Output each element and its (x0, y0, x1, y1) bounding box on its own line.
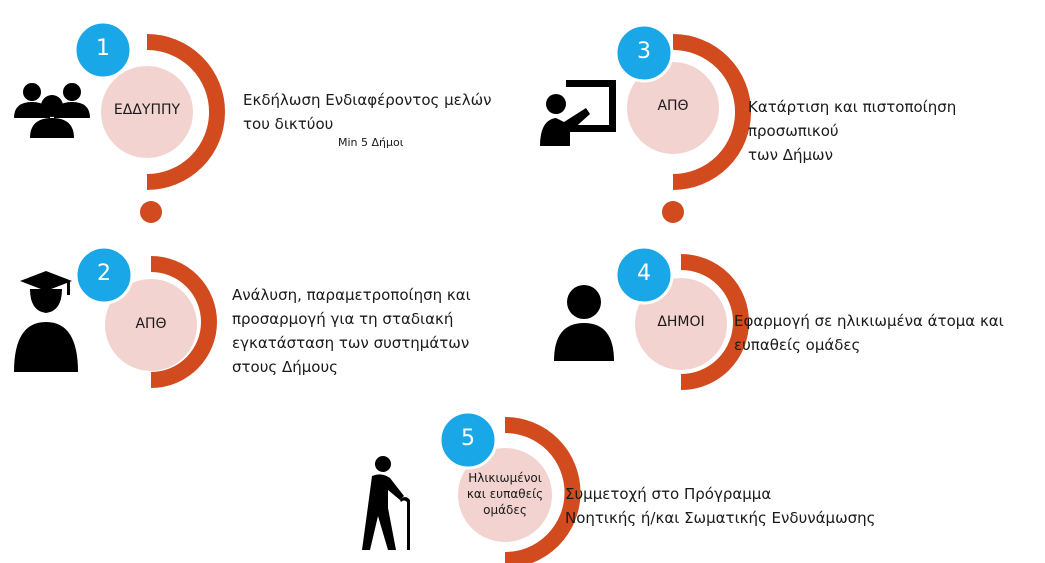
step-2-node (74, 245, 217, 388)
step-5-ring (504, 417, 581, 563)
step-3-circle (627, 62, 719, 154)
step-5-node (438, 410, 581, 563)
step-5-actor: Ηλικιωμένοι και ευπαθείς ομάδες (466, 471, 544, 517)
step-3-actor: ΑΠΘ (657, 98, 689, 114)
step-1-node (73, 20, 225, 190)
connector-dot (140, 201, 162, 223)
graduate-icon (14, 271, 78, 372)
step-3-number: 3 (637, 39, 651, 64)
step-4-badge (614, 245, 674, 305)
step-2-actor: ΑΠΘ (135, 316, 167, 332)
elderly-cane-icon (362, 456, 410, 550)
group-icon (14, 83, 90, 138)
step-1-ring (146, 34, 225, 190)
step-1-description: Εκδήλωση Ενδιαφέροντος μελών του δικτύου (243, 91, 492, 133)
person-icon (554, 285, 614, 361)
connector-dot (662, 201, 684, 223)
step-4-ring (680, 254, 749, 390)
step-1-actor: ΕΔΔΥΠΠΥ (113, 102, 181, 118)
step-2-circle (105, 279, 197, 371)
step-5-number: 5 (461, 426, 475, 451)
step-5-description: Συμμετοχή στο Πρόγραμμα Νοητικής ή/και Σ… (565, 485, 876, 527)
step-5-circle (458, 448, 552, 542)
step-5-badge (438, 410, 498, 470)
teacher-board-icon (540, 80, 616, 146)
step-3-ring (672, 34, 751, 190)
step-4-actor: ΔΗΜΟΙ (657, 314, 705, 330)
step-1-circle (101, 66, 193, 158)
step-2-number: 2 (97, 261, 111, 286)
step-1-badge (73, 20, 133, 80)
step-4-node (614, 245, 749, 390)
step-2-description: Ανάλυση, παραμετροποίηση και προσαρμογή … (232, 286, 471, 376)
step-1-note: Min 5 Δήμοι (338, 136, 404, 149)
step-2-ring (150, 256, 217, 388)
step-3-badge (614, 23, 674, 83)
step-2-badge (74, 245, 134, 305)
step-3-node (614, 23, 751, 190)
step-4-description: Εφαρμογή σε ηλικιωμένα άτομα και ευπαθεί… (734, 312, 1004, 354)
step-4-number: 4 (637, 261, 651, 286)
step-1-number: 1 (96, 36, 110, 61)
step-4-circle (635, 278, 727, 370)
step-3-description: Κατάρτιση και πιστοποίηση προσωπικού των… (748, 98, 957, 164)
